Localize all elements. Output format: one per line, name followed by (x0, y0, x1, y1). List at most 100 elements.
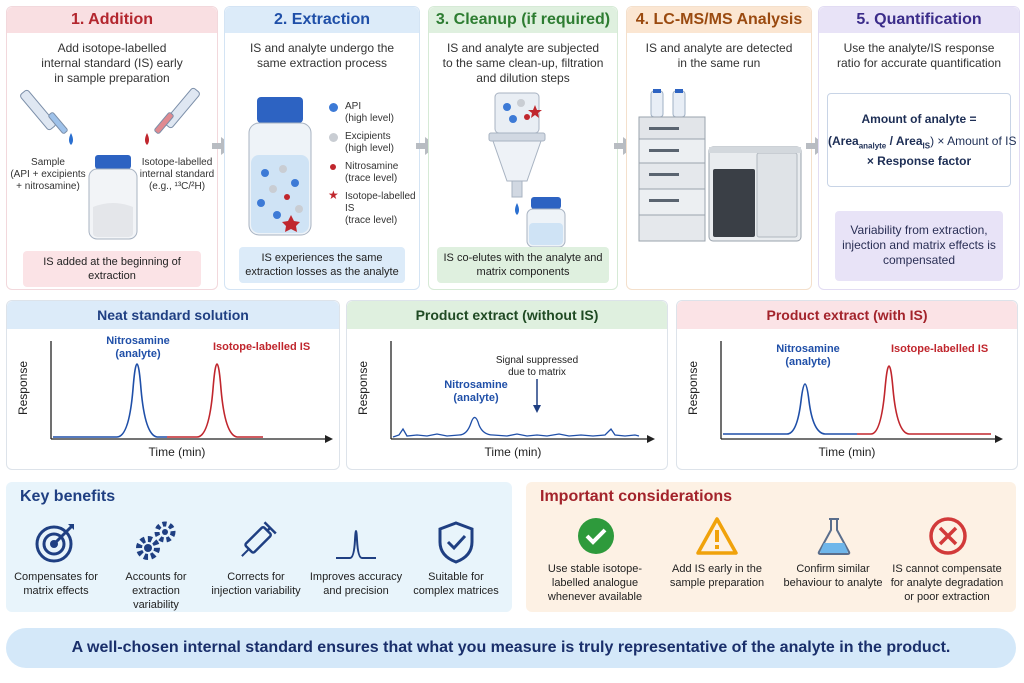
legend-level: (high level) (345, 113, 394, 124)
consideration-label: Confirm similar behaviour to analyte (783, 563, 883, 589)
step-title: 2. Extraction (225, 7, 419, 33)
chromatogram-title: Product extract (without IS) (347, 301, 667, 329)
flow-arrow (614, 143, 624, 149)
step-description: IS and analyte undergo the same extracti… (249, 41, 395, 70)
legend-name: Nitrosamine (345, 161, 399, 172)
formula-sub: analyte (858, 141, 887, 151)
step-description: IS and analyte are subjected to the same… (442, 41, 604, 85)
legend-level: (trace level) (345, 173, 398, 184)
chromatogram-without-is: Product extract (without IS) Response Ti… (346, 300, 668, 470)
sample-subtitle: (API + excipients + nitrosamine) (10, 169, 86, 192)
sample-label: Sample (API + excipients + nitrosamine) (9, 157, 87, 193)
chromatogram-with-is: Product extract (with IS) Response Time … (676, 300, 1018, 470)
x-axis-label: Time (min) (484, 445, 542, 459)
is-label: Isotope-labelled internal standard (e.g.… (137, 157, 217, 193)
footer-banner: A well-chosen internal standard ensures … (6, 628, 1016, 668)
step-extraction: 2. Extraction IS and analyte undergo the… (224, 6, 420, 290)
step-description: IS and analyte are detected in the same … (645, 41, 793, 70)
addition-illustration (20, 87, 200, 240)
flow-arrow (212, 143, 222, 149)
check-circle-icon (578, 518, 614, 554)
chromatogram-title: Neat standard solution (7, 301, 339, 329)
chromatogram-neat: Neat standard solution Response Time (mi… (6, 300, 340, 470)
flow-arrow (416, 143, 426, 149)
formula-part: / Area (886, 134, 923, 148)
shield-check-icon (438, 521, 474, 564)
gears-icon (136, 521, 176, 560)
legend-level: (high level) (345, 143, 394, 154)
benefit-label: Accounts for extraction variability (125, 571, 187, 611)
peak-icon (336, 530, 376, 559)
is-title: Isotope-labelled internal standard (139, 157, 215, 180)
is-subtitle: (e.g., ¹³C/²H) (148, 181, 206, 192)
x-axis-label: Time (min) (148, 445, 206, 459)
flask-icon (817, 518, 851, 555)
formula-factor: × Response factor (866, 154, 972, 169)
peak-label-analyte: Nitrosamine (analyte) (444, 379, 508, 404)
step-title: 4. LC-MS/MS Analysis (627, 7, 811, 33)
formula-box: Amount of analyte = (Areaanalyte / AreaI… (827, 93, 1016, 187)
pipette-icon (145, 87, 200, 145)
legend-name: Excipients (345, 131, 391, 142)
warning-icon (696, 517, 738, 555)
benefit-label: Corrects for injection variability (211, 571, 301, 597)
peak-label-is: Isotope-labelled IS (213, 341, 311, 353)
y-axis-label: Response (686, 360, 700, 416)
peak-label-analyte: Nitrosamine (analyte) (106, 335, 170, 360)
legend-item: Excipients (high level) (329, 131, 419, 155)
legend-item: Nitrosamine (trace level) (329, 161, 419, 185)
consideration-label: IS cannot compensate for analyte degrada… (890, 563, 1004, 603)
step-note: IS co-elutes with the analyte and matrix… (437, 247, 609, 283)
nitrosamine-dot-icon (330, 164, 336, 170)
api-dot-icon (329, 103, 338, 112)
formula-part: ) × Amount of IS (930, 134, 1017, 148)
step-description: Use the analyte/IS response ratio for ac… (836, 41, 1002, 70)
lcms-instrument-icon (638, 89, 802, 242)
is-star-icon: ★ (328, 188, 339, 202)
peak-label-analyte: Nitrosamine (analyte) (776, 343, 840, 368)
footer-text: A well-chosen internal standard ensures … (71, 639, 951, 656)
formula-sub: IS (922, 141, 931, 151)
consideration-label: Add IS early in the sample preparation (669, 563, 765, 589)
step-lcms: 4. LC-MS/MS Analysis IS and analyte are … (626, 6, 812, 290)
spe-cartridge-icon (488, 92, 566, 248)
step-note: IS experiences the same extraction losse… (239, 247, 405, 283)
legend-level: (trace level) (345, 215, 398, 226)
benefit-label: Suitable for complex matrices (413, 571, 499, 597)
sample-jar-icon (88, 155, 138, 240)
step-addition: 1. Addition Add isotope-labelled interna… (6, 6, 218, 290)
step-note: IS added at the beginning of extraction (23, 251, 201, 287)
chromatogram-title: Product extract (with IS) (677, 301, 1017, 329)
legend-name: Isotope-labelled IS (345, 191, 416, 214)
step-title: 5. Quantification (819, 7, 1019, 33)
chromatogram-plot (50, 341, 333, 443)
benefit-label: Compensates for matrix effects (14, 571, 98, 597)
syringe-icon (241, 521, 277, 557)
legend-item: API (high level) (329, 101, 419, 125)
step-cleanup: 3. Cleanup (if required) IS and analyte … (428, 6, 618, 290)
panel-title: Key benefits (20, 488, 116, 505)
step-note: Variability from extraction, injection a… (835, 211, 1003, 281)
consideration-label: Use stable isotope-labelled analogue whe… (547, 563, 643, 603)
pipette-icon (20, 89, 73, 145)
chromatogram-plot (390, 341, 655, 443)
peak-label-is: Isotope-labelled IS (891, 343, 989, 355)
extraction-legend: API (high level) Excipients (high level)… (328, 101, 419, 227)
excipient-dot-icon (329, 133, 338, 142)
formula-part: (Area (828, 134, 859, 148)
extraction-vial (248, 97, 312, 236)
formula-title: Amount of analyte = (861, 112, 977, 126)
legend-name: API (345, 101, 362, 112)
x-circle-icon (929, 517, 967, 555)
chromatogram-plot (720, 341, 1003, 443)
step-quantification: 5. Quantification Use the analyte/IS res… (818, 6, 1020, 290)
benefit-label: Improves accuracy and precision (309, 571, 403, 597)
sample-title: Sample (31, 157, 65, 168)
step-description: Add isotope-labelled internal standard (… (41, 41, 183, 85)
y-axis-label: Response (356, 360, 370, 416)
suppression-annotation: Signal suppressed due to matrix (495, 355, 579, 378)
y-axis-label: Response (16, 360, 30, 416)
x-axis-label: Time (min) (818, 445, 876, 459)
panel-title: Important considerations (540, 488, 733, 505)
step-title: 1. Addition (7, 7, 217, 33)
